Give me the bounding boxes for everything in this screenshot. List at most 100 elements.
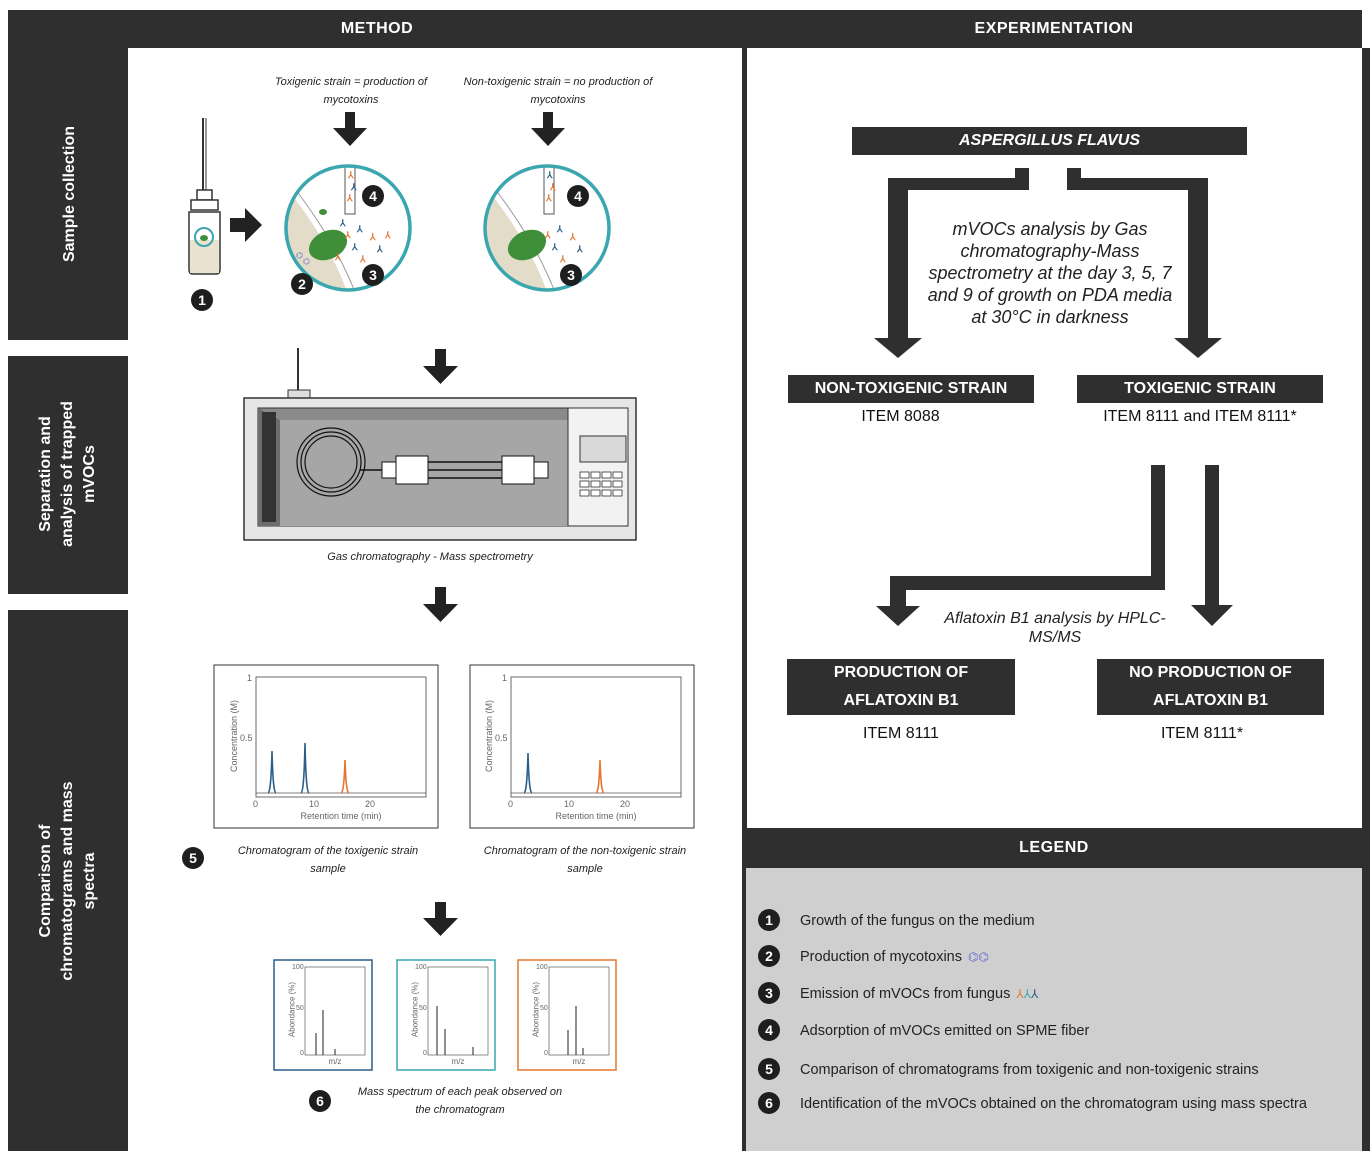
method-header: METHOD [8,10,746,48]
chromatogram-nontox-frame [469,664,695,829]
step-3-badge-nontox: 3 [560,264,582,286]
step-4-badge-nontox: 4 [567,185,589,207]
tox-strain-box: TOXIGENIC STRAIN [1077,375,1323,403]
mass-3-ytick-0: 0 [544,1050,548,1057]
step-2-badge: 2 [291,273,313,295]
svg-text:⌬: ⌬ [303,257,310,266]
tox-peak-1 [267,750,277,794]
side-block-comparison [8,610,128,1151]
mass-3-xlabel: m/z [572,1057,586,1066]
experimentation-frame-right [1362,48,1370,1151]
experimentation-header: EXPERIMENTATION [746,10,1362,48]
chrom-nontox-xlabel: Retention time (min) [555,811,637,821]
tox-peak-3 [340,759,350,794]
svg-text:⅄: ⅄ [376,244,383,254]
side-block-separation [8,356,128,594]
mass-spectrum-bars [304,966,610,1056]
mvoc-molecules: ⅄⅄⅄ ⅄⅄⅄ ⅄⅄⅄ ⅄⅄⅄ ⅄⅄⅄ ⅄⅄⅄ ⅄⅄⅄ [334,170,583,264]
experimentation-arrows [874,168,1233,626]
svg-text:⅄: ⅄ [544,230,551,240]
step-3-badge-tox: 3 [362,264,384,286]
chromatogram-tox-frame [213,664,439,829]
experimentation-header-label: EXPERIMENTATION [974,20,1134,37]
arrow-down-icon [531,112,565,146]
svg-text:⅄: ⅄ [346,193,353,203]
svg-text:⅄: ⅄ [344,230,351,240]
chrom-nontox-caption: Chromatogram of the non-toxigenic strain… [483,845,687,875]
chrom-tox-xtick-0: 0 [253,799,259,809]
chrom-tox-xtick-10: 10 [309,799,320,809]
svg-text:⅄: ⅄ [576,244,583,254]
chrom-nontox-xtick-20: 20 [620,799,631,809]
svg-text:⅄: ⅄ [359,254,366,264]
svg-text:⌬: ⌬ [296,251,303,260]
mass-1-ytick-0: 0 [300,1050,304,1057]
legend-header: LEGEND [746,828,1362,868]
arrow-down-icon [333,112,367,146]
noproduction-item: ITEM 8111* [1160,725,1244,742]
mass-2-xlabel: m/z [451,1057,465,1066]
tox-item: ITEM 8111 and ITEM 8111* [1103,408,1297,425]
svg-text:⅄: ⅄ [556,224,563,234]
arrow-right-icon [230,208,262,242]
mass-3-ytick-50: 50 [540,1005,548,1012]
method-graphics: ⅄⅄⅄ ⅄⅄⅄ ⅄⅄⅄ ⅄⅄⅄ ⅄⅄⅄ ⅄⅄⅄ ⅄⅄⅄ ⌬⌬ [188,112,695,1071]
arrow-down-icon [423,902,458,936]
mass-2-ytick-100: 100 [415,964,427,971]
arrow-down-icon [423,587,458,622]
chrom-nontox-xtick-10: 10 [564,799,575,809]
panel-divider [742,48,747,1151]
nontox-strain-box: NON-TOXIGENIC STRAIN [788,375,1034,403]
method-header-label: METHOD [340,20,414,37]
species-box: ASPERGILLUS FLAVUS [852,127,1247,155]
mass-2-ytick-50: 50 [419,1005,427,1012]
mvoc-icon: ⅄⅄⅄ [1016,987,1039,1002]
chrom-tox-xtick-20: 20 [365,799,376,809]
svg-text:⅄: ⅄ [356,224,363,234]
step-6-badge: 6 [309,1090,331,1112]
mass-3-ytick-100: 100 [536,964,548,971]
tox-peak-2 [300,742,310,794]
step-4-badge-tox: 4 [362,185,384,207]
svg-text:⅄: ⅄ [334,252,341,262]
chrom-nontox-xtick-0: 0 [508,799,514,809]
mycotoxin-molecules: ⌬⌬ [296,251,310,266]
svg-text:⅄: ⅄ [347,170,354,180]
side-block-sample [8,48,128,340]
svg-text:⅄: ⅄ [350,182,357,192]
nontox-item: ITEM 8088 [861,408,940,425]
mycotoxin-icon: ⌬⌬ [968,950,989,965]
chrom-nontox-ytick-1: 1 [502,673,508,683]
mass-1-ytick-50: 50 [296,1005,304,1012]
chrom-nontox-ytick-05: 0.5 [495,733,508,743]
svg-text:⅄: ⅄ [559,254,566,264]
mass-2-ytick-0: 0 [423,1050,427,1057]
mass-1-xlabel: m/z [328,1057,342,1066]
svg-text:⅄: ⅄ [551,242,558,252]
svg-text:⅄: ⅄ [351,242,358,252]
svg-text:⅄: ⅄ [569,232,576,242]
svg-text:⅄: ⅄ [545,193,552,203]
svg-text:⅄: ⅄ [546,170,553,180]
mass-spectrum-2 [396,959,496,1071]
gc-ms-instrument [243,348,637,541]
nontox-peak-2 [595,759,605,794]
production-item: ITEM 8111 [863,725,939,742]
svg-text:⅄: ⅄ [549,182,556,192]
analysis-text: mVOCs analysis by Gas chromatography-Mas… [927,219,1173,327]
legend-panel [746,868,1362,1151]
svg-text:⅄: ⅄ [384,230,391,240]
arrow-down-icon [423,349,458,384]
vial-icon [188,118,221,275]
